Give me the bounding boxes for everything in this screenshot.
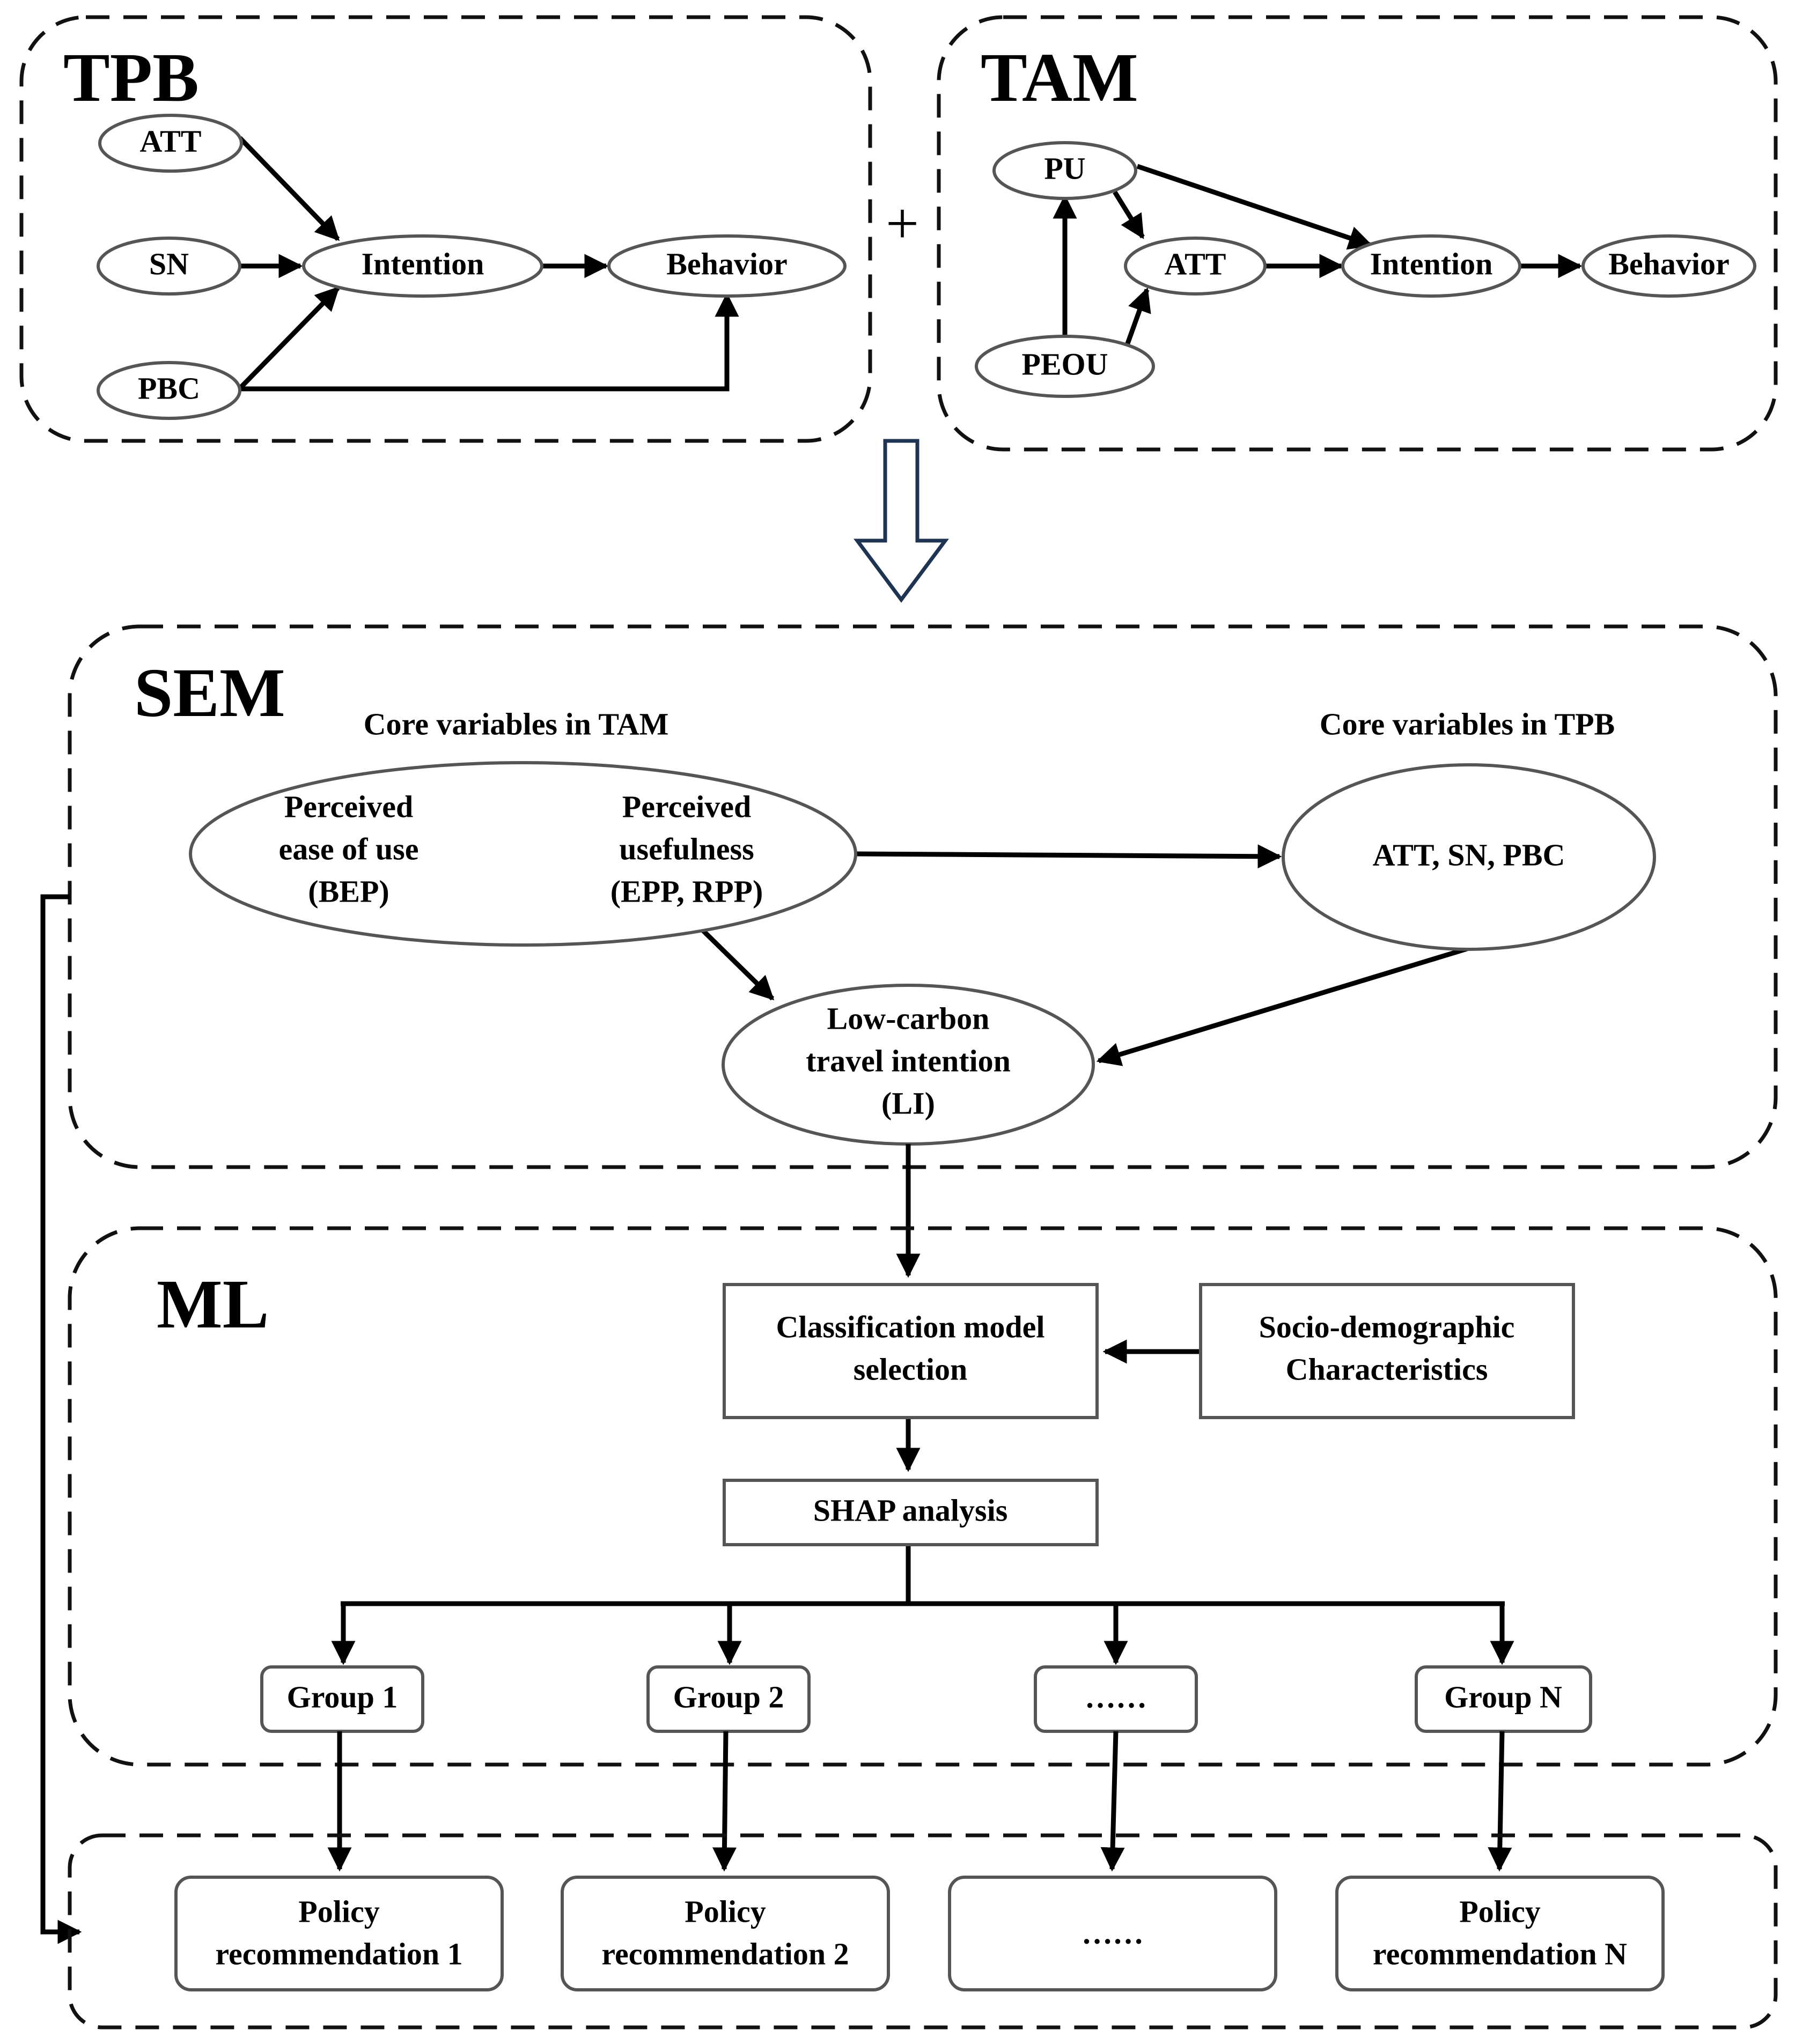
tam-title: TAM [981, 39, 1138, 116]
shap-label: SHAP analysis [813, 1493, 1008, 1528]
pu-line-3: (EPP, RPP) [610, 874, 763, 909]
tam-intention-label: Intention [1370, 246, 1493, 281]
tpb-panel-border [19, 15, 872, 443]
tam-intention-node [1341, 234, 1521, 298]
edge-pu-att [1113, 190, 1145, 239]
ml-panel: ML Classification model selection Socio-… [68, 1226, 1778, 1767]
peou-line-2: ease of use [279, 831, 419, 866]
tam-pu-node [992, 141, 1137, 200]
policy-1-line-1: Policy [298, 1894, 379, 1929]
tam-att-label: ATT [1165, 246, 1226, 281]
peou-line-1: Perceived [284, 789, 413, 824]
tpb-sn-label: SN [149, 246, 189, 281]
pu-line-1: Perceived [622, 789, 751, 824]
edge-pbc-intention [239, 286, 340, 389]
tam-panel-border [937, 15, 1778, 452]
sem-panel: SEM Core variables in TAM Core variables… [68, 624, 1778, 1169]
classification-box [723, 1283, 1099, 1419]
tpb-pbc-label: PBC [138, 371, 200, 405]
edge-att-intention [238, 136, 340, 241]
policy-2-line-1: Policy [685, 1894, 766, 1929]
edge-group2-policy2 [712, 1731, 737, 1872]
sem-title: SEM [134, 654, 285, 732]
edge-peou-att [1124, 287, 1151, 348]
group-n-label: Group N [1444, 1679, 1562, 1714]
edge-groupn-policyn [1488, 1731, 1512, 1872]
tpb-att-node [98, 114, 243, 173]
core-tpb-heading: Core variables in TPB [1320, 706, 1615, 741]
classification-line-2: selection [854, 1352, 968, 1386]
edge-pu-li [690, 918, 775, 1001]
sem-tpb-ellipse [1282, 763, 1656, 951]
tam-peou-label: PEOU [1021, 346, 1108, 381]
core-tam-heading: Core variables in TAM [364, 706, 669, 741]
policy-dots-label: …… [1082, 1915, 1144, 1950]
edge-pu-tpbvars [855, 844, 1282, 869]
policy-panel: Policy recommendation 1 Policy recommend… [68, 1833, 1778, 2030]
tpb-behavior-label: Behavior [666, 246, 788, 281]
group-2-label: Group 2 [673, 1679, 784, 1714]
policy-n-line-2: recommendation N [1373, 1936, 1627, 1971]
ml-panel-border [68, 1226, 1778, 1767]
policy-n-line-1: Policy [1459, 1894, 1540, 1929]
edge-groupdots-policydots [1100, 1731, 1125, 1872]
policy-2-line-2: recommendation 2 [601, 1936, 849, 1971]
edge-pu-intention [1136, 164, 1373, 250]
pu-line-2: usefulness [619, 831, 754, 866]
peou-line-3: (BEP) [308, 874, 389, 909]
tam-behavior-node [1581, 234, 1756, 298]
group-1-label: Group 1 [287, 1679, 398, 1714]
tam-pu-label: PU [1044, 151, 1085, 186]
group-1-box [260, 1665, 424, 1733]
group-dots-label: …… [1085, 1679, 1147, 1714]
tpb-pbc-node [97, 361, 241, 420]
tpb-title: TPB [63, 39, 199, 116]
sem-tam-ellipse [189, 761, 857, 947]
socio-line-2: Characteristics [1286, 1352, 1488, 1386]
tpb-sn-node [97, 237, 241, 296]
group-n-box [1415, 1665, 1592, 1733]
edge-pbc-behavior [241, 292, 739, 392]
policy-box-dots [948, 1876, 1277, 1991]
tpb-vars-label: ATT, SN, PBC [1373, 837, 1565, 872]
group-2-box [646, 1665, 811, 1733]
policy-panel-border [68, 1833, 1778, 2030]
socio-line-1: Socio-demographic [1259, 1309, 1515, 1344]
classification-line-1: Classification model [776, 1309, 1044, 1344]
tpb-panel: TPB ATT SN PBC Intention Behavior [19, 15, 872, 443]
down-hollow-arrow-icon [854, 439, 949, 603]
edge-sem-to-policy [40, 894, 82, 1944]
tpb-intention-node [302, 234, 543, 298]
tpb-behavior-node [607, 234, 847, 298]
tam-panel: TAM PU ATT PEOU Intention Behavior [937, 15, 1778, 452]
li-line-3: (LI) [881, 1086, 935, 1120]
shap-box [723, 1479, 1099, 1546]
policy-box-n [1335, 1876, 1665, 1991]
tpb-att-label: ATT [140, 123, 202, 158]
tam-behavior-label: Behavior [1608, 246, 1730, 281]
li-line-1: Low-carbon [827, 1001, 990, 1036]
policy-box-2 [561, 1876, 890, 1991]
tam-peou-node [975, 335, 1155, 398]
tpb-intention-label: Intention [362, 246, 484, 281]
plus-sign: + [886, 190, 919, 256]
policy-box-1 [174, 1876, 504, 1991]
ml-title: ML [157, 1266, 269, 1343]
li-line-2: travel intention [806, 1043, 1011, 1078]
policy-1-line-2: recommendation 1 [215, 1936, 462, 1971]
tam-att-node [1124, 237, 1267, 296]
socio-box [1199, 1283, 1575, 1419]
edge-tpbvars-li [1096, 946, 1470, 1066]
